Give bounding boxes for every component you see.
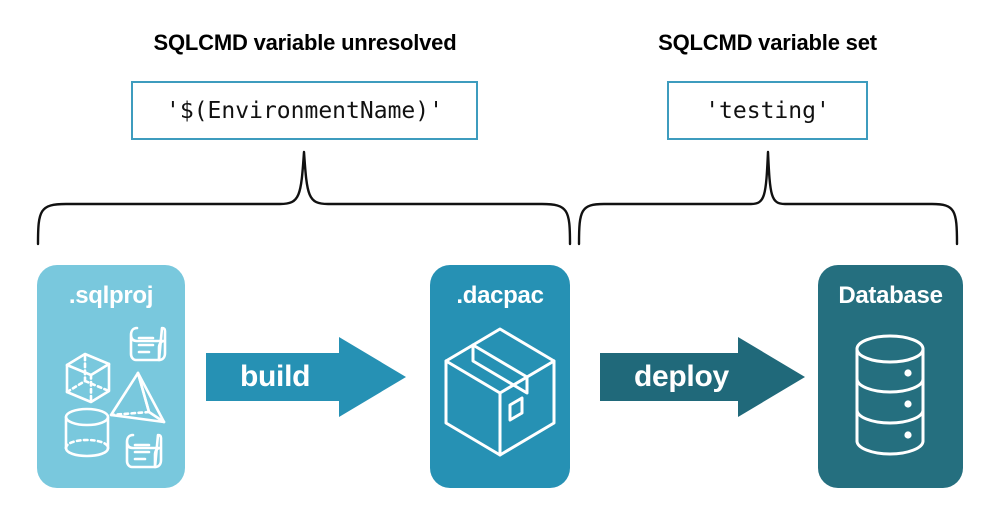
stage-box-dacpac-label: .dacpac bbox=[456, 282, 544, 309]
heading-sqlcmd-variable-set: SQLCMD variable set bbox=[658, 30, 877, 55]
stage-box-sqlproj-label: .sqlproj bbox=[68, 282, 154, 309]
stage-box-database: Database bbox=[818, 265, 963, 488]
heading-sqlcmd-variable-unresolved: SQLCMD variable unresolved bbox=[153, 30, 457, 55]
arrow-build-shape bbox=[206, 337, 406, 417]
stage-box-dacpac: .dacpac bbox=[430, 265, 570, 488]
package-box-icon bbox=[444, 327, 556, 457]
database-background bbox=[818, 265, 963, 488]
database-cylinder-icon bbox=[855, 334, 925, 456]
arrow-deploy-label: deploy bbox=[634, 360, 729, 393]
arrow-deploy-shape bbox=[600, 337, 805, 417]
stage-box-sqlproj: .sqlproj bbox=[37, 265, 185, 488]
code-value-box-environment-name: '$(EnvironmentName)' bbox=[131, 81, 478, 140]
code-value-box-testing: 'testing' bbox=[667, 81, 868, 140]
arrow-build: build bbox=[206, 337, 406, 417]
arrow-deploy: deploy bbox=[600, 337, 805, 417]
arrow-build-label: build bbox=[240, 360, 311, 393]
stage-box-database-label: Database bbox=[838, 282, 943, 309]
shapes-and-scripts-icon bbox=[64, 326, 167, 469]
curly-brace-right bbox=[577, 150, 959, 246]
curly-brace-left bbox=[36, 150, 572, 246]
